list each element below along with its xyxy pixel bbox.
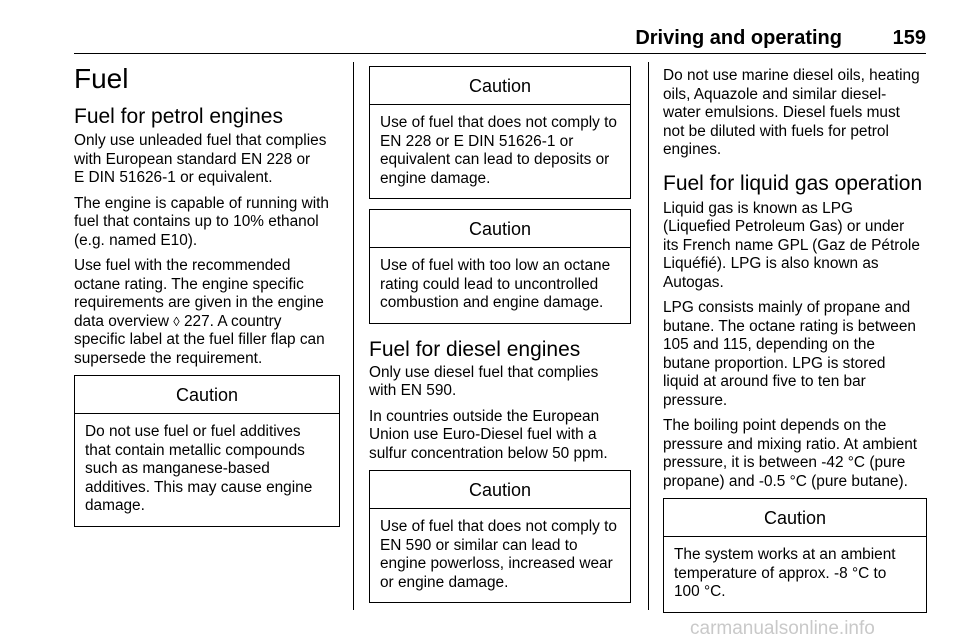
chapter-title: Driving and operating [635,27,842,49]
subsection-title: Fuel for petrol engines [74,105,283,128]
paragraph: In countries outside the European Union … [369,407,608,462]
paragraph: Only use unleaded fuel that complies wit… [74,132,327,186]
paragraph: LPG consists mainly of propane and butan… [663,299,916,409]
caution-text: Do not use fuel or fuel additives that c… [85,423,313,514]
paragraph: The boiling point depends on the pressur… [663,417,918,490]
caution-heading: Caution [75,376,339,414]
column-divider [353,62,354,610]
caution-box: Caution Use of fuel that does not comply… [369,66,631,199]
caution-box: Caution Use of fuel that does not comply… [369,470,631,603]
paragraph: The engine is capable of running with fu… [74,194,329,249]
subsection-title: Fuel for liquid gas operation [663,171,923,195]
page-header: Driving and operating 159 [74,26,926,54]
section-title: Fuel [74,63,129,94]
caution-heading: Caution [370,210,630,248]
caution-heading: Caution [370,471,630,509]
caution-text: Use of fuel that does not comply to EN 2… [380,114,617,187]
column-left: Fuel Fuel for petrol engines Only use un… [74,62,340,527]
page-number: 159 [892,27,926,49]
paragraph: Use fuel with the recommended octane rat… [74,257,325,367]
column-divider [648,62,649,610]
caution-heading: Caution [664,499,926,537]
paragraph: Do not use marine diesel oils, heating o… [663,67,920,158]
caution-text: The system works at an ambient temperatu… [674,546,896,600]
caution-box: Caution Do not use fuel or fuel additive… [74,375,340,527]
page-reference-arrow-icon[interactable]: ◊ [173,313,180,329]
column-middle: Caution Use of fuel that does not comply… [369,66,631,603]
caution-box: Caution Use of fuel with too low an octa… [369,209,631,324]
watermark: carmanualsonline.info [690,618,875,639]
caution-heading: Caution [370,67,630,105]
column-right: Do not use marine diesel oils, heating o… [663,67,927,613]
paragraph: Only use diesel fuel that complies with … [369,363,599,400]
caution-text: Use of fuel that does not comply to EN 5… [380,518,617,591]
caution-box: Caution The system works at an ambient t… [663,498,927,613]
subsection-title: Fuel for diesel engines [369,337,581,361]
caution-text: Use of fuel with too low an octane ratin… [380,257,611,311]
paragraph: Liquid gas is known as LPG (Liquefied Pe… [663,199,920,291]
